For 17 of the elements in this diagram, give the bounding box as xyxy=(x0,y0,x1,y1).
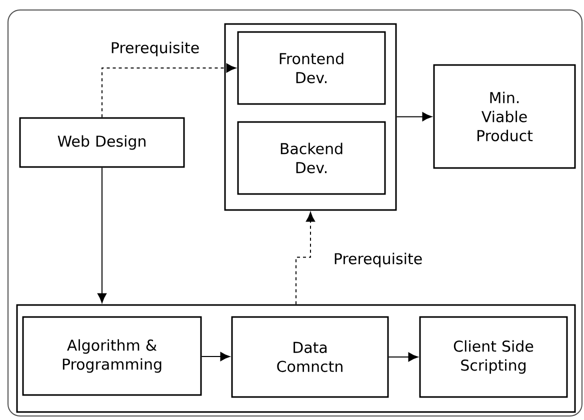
arrow xyxy=(102,63,236,118)
arrow xyxy=(97,167,107,304)
process-box: Client Side Scripting xyxy=(419,316,568,398)
arrow xyxy=(201,352,230,362)
arrow xyxy=(396,112,432,122)
process-box: Data Comnctn xyxy=(231,316,389,398)
process-box: Web Design xyxy=(19,117,185,168)
arrow xyxy=(388,352,418,362)
process-box: Frontend Dev. xyxy=(237,31,386,105)
process-box: Algorithm & Programming xyxy=(22,316,202,396)
group-box xyxy=(224,23,397,211)
process-box: Min. Viable Product xyxy=(433,64,576,169)
arrow xyxy=(296,212,316,305)
group-box xyxy=(16,304,576,413)
edge-label: Prerequisite xyxy=(332,252,424,268)
process-box: Backend Dev. xyxy=(237,121,386,195)
edge-label: Prerequisite xyxy=(109,40,201,58)
